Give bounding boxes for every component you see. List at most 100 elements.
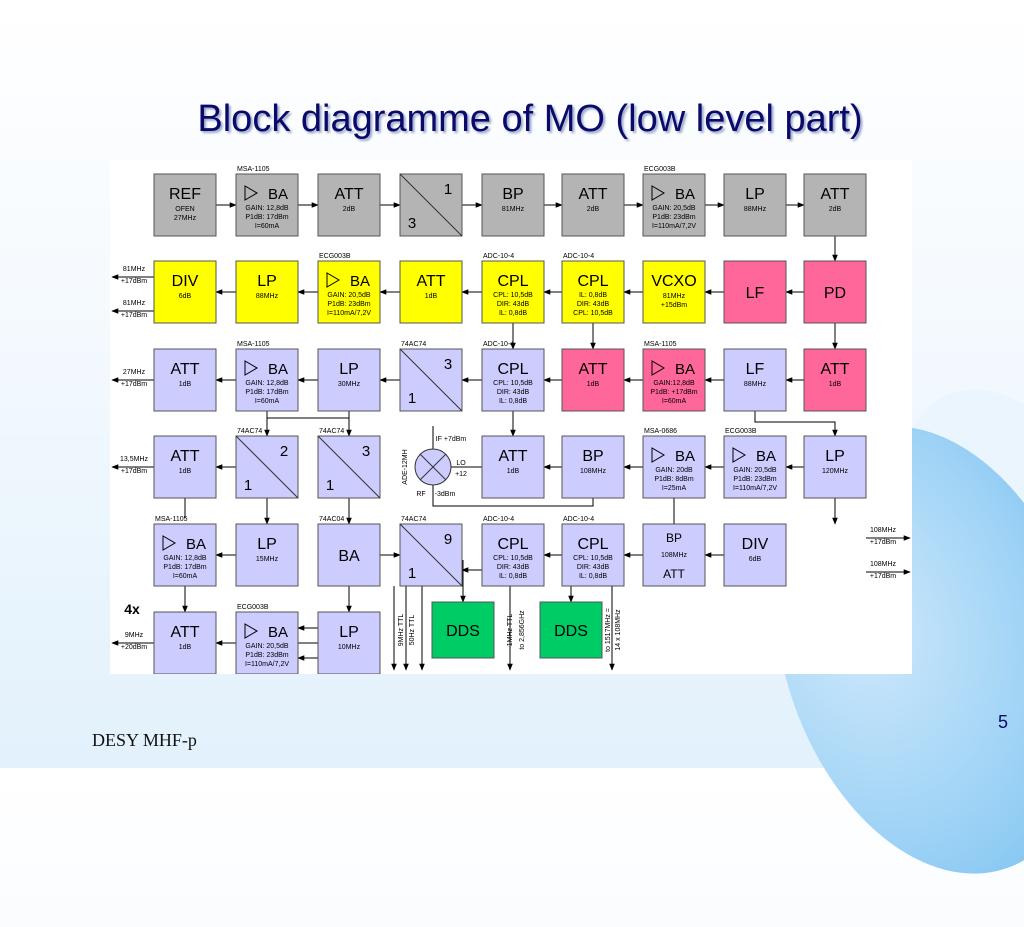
output-power: +17dBm [121,468,147,475]
block-box [539,601,603,659]
output-power: +17dBm [870,539,896,546]
block-spec: P1dB: 23dBm [245,652,288,659]
block-spec: DIR: 43dB [577,564,610,571]
output-power: +20dBm [121,644,147,651]
block-spec: 2dB [343,206,356,213]
block-box [153,435,217,499]
part-number: 74AC74 [401,516,426,523]
vertical-signal-label: 1MHz TTL [507,614,514,647]
output-frequency: 108MHz [870,561,897,568]
block-label-secondary: ATT [663,567,685,581]
block-box [642,173,706,237]
block-spec: GAIN:12,8dB [653,380,695,387]
block-box [481,173,545,237]
block-label: BP [502,186,523,203]
part-number: ECG003B [237,604,269,611]
block-box [153,523,217,587]
block-label: BA [756,448,776,465]
output-power: +17dBm [121,312,147,319]
block-label: BA [675,361,695,378]
block-label: BA [350,273,370,290]
signal-wire [264,417,349,437]
block-box [317,260,381,324]
block-label: PD [824,285,846,302]
block-box [723,523,787,587]
block-label: ATT [498,448,527,465]
block-label: BP [666,531,682,545]
block-box [723,173,787,237]
output-power: +17dBm [870,573,896,580]
block-label: LP [745,186,765,203]
vertical-signal-label: 9MHz TTL [398,614,405,647]
block-label: BA [675,448,695,465]
block-label: ATT [416,273,445,290]
block-spec: CPL: 10,5dB [573,310,613,317]
divider-ratio-bottom: 1 [326,477,334,494]
block-box [481,435,545,499]
amplifier-icon [326,272,340,288]
divider-ratio-bottom: 3 [408,215,416,232]
block-spec: GAIN: 20,5dB [652,205,696,212]
amplifier-icon [651,447,665,463]
output-frequency: 81MHz [123,266,146,273]
block-spec: 10MHz [338,644,361,651]
mixer-port-label: RF [416,491,425,498]
block-label: DDS [446,623,480,640]
block-label: LP [825,448,845,465]
block-spec: DIR: 43dB [497,301,530,308]
block-spec: I=110mA/7,2V [245,661,289,668]
block-box [399,260,463,324]
part-number: ECG003B [725,428,757,435]
block-box [561,348,625,412]
footer-text: DESY MHF-p [92,730,197,750]
vertical-signal-label: to 2,856GHz [519,610,526,650]
block-spec: DIR: 43dB [577,301,610,308]
block-label: ATT [820,186,849,203]
block-spec: 27MHz [174,215,197,222]
part-number: MSA-1105 [237,341,270,348]
block-spec: P1dB: 17dBm [163,564,206,571]
part-number: 74AC04 [319,516,344,523]
block-box [235,611,299,674]
block-label: ATT [170,448,199,465]
amplifier-icon [651,185,665,201]
amplifier-icon [732,447,746,463]
block-spec: 1dB [587,381,600,388]
block-dds2: DDS [539,601,603,659]
block-spec: OFEN [175,206,194,213]
block-label: DDS [554,623,588,640]
part-number: MSA-1105 [155,516,188,523]
block-box [561,173,625,237]
block-att-r1c: ATT 2dB [803,173,867,237]
block-box [561,435,625,499]
mixer-part-number: ADE-12MH [402,449,409,484]
block-spec: GAIN: 12,8dB [163,555,207,562]
block-spec: 6dB [179,293,192,300]
block-label: BP [582,448,603,465]
block-spec: 6dB [749,556,762,563]
block-spec: P1dB: 23dBm [733,476,776,483]
part-number: 74AC74 [401,341,426,348]
block-label: ATT [578,361,607,378]
block-spec: 88MHz [256,293,279,300]
block-spec: 2dB [829,206,842,213]
divider-diagonal [317,435,381,499]
